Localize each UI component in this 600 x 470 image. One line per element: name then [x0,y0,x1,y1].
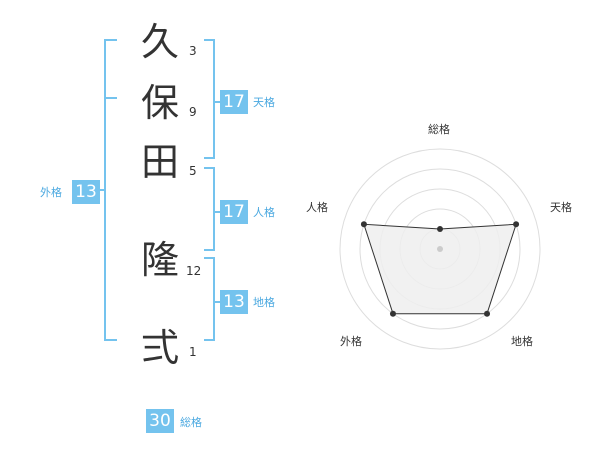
jinkaku-label: 人格 [253,206,275,219]
radar-series [363,223,517,315]
radar-axis-label: 天格 [550,201,572,214]
gaikaku-value: 13 [72,180,100,204]
name-char-3: 田 [140,140,179,184]
jinkaku-bracket [204,167,220,251]
jinkaku-value: 17 [220,200,248,224]
chikaku-value: 13 [220,290,248,314]
radar-axis-label: 地格 [511,335,533,348]
gaikaku-label: 外格 [40,186,62,199]
radar-axis-label: 外格 [340,335,362,348]
radar-ring [359,168,521,330]
name-char-2: 保 [140,81,179,125]
radar-center [437,246,443,252]
tenkaku-bracket [204,39,220,159]
radar-axis-label: 総格 [428,123,450,136]
soukaku-value: 30 [146,409,174,433]
radar-axis-label: 人格 [306,201,328,214]
name-char-1: 久 [140,20,179,64]
name-char-5: 弍 [140,326,179,370]
stroke-count-3: 5 [189,164,197,178]
stroke-count-1: 3 [189,44,197,58]
radar-point [513,221,520,228]
name-char-4: 隆 [140,238,179,282]
radar-point [437,226,443,232]
radar-point [360,221,367,228]
stroke-count-4: 12 [186,264,202,278]
tenkaku-label: 天格 [253,96,275,109]
stroke-count-2: 9 [189,105,197,119]
radar-point [389,310,396,317]
tenkaku-value: 17 [220,90,248,114]
stroke-count-5: 1 [189,345,197,359]
soukaku-label: 総格 [180,416,202,429]
chikaku-bracket [204,257,220,341]
chikaku-label: 地格 [253,296,275,309]
radar-point [484,310,491,317]
radar-ring [339,148,541,350]
